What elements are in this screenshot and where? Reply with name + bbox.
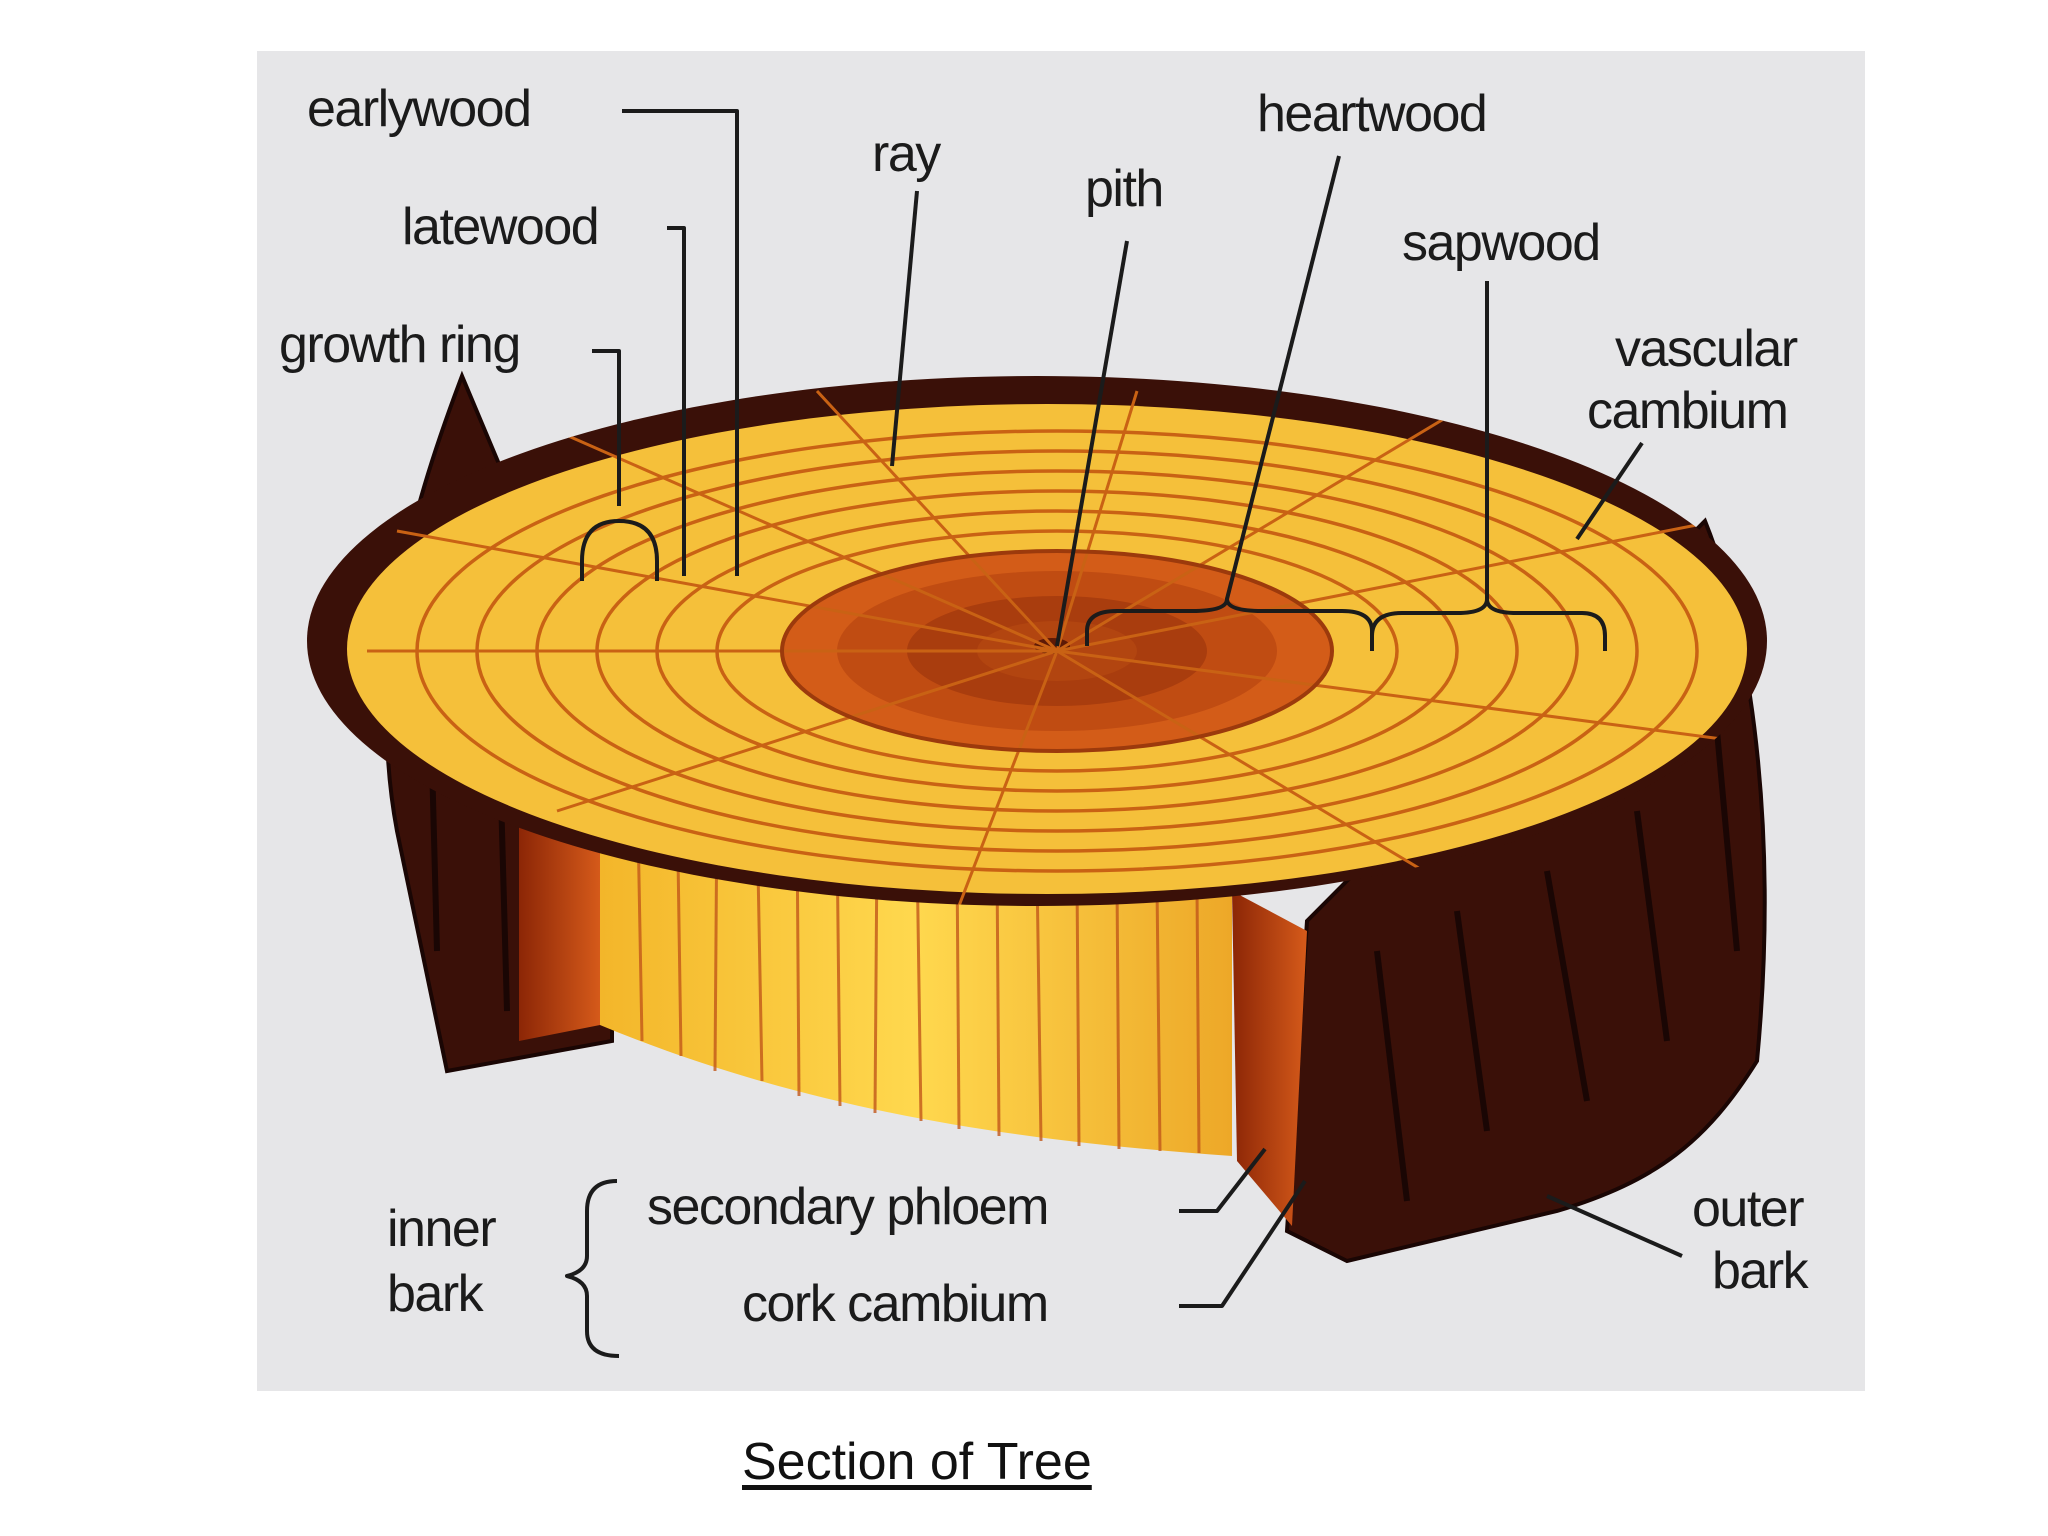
label-latewood: latewood <box>402 198 600 256</box>
tree-illustration <box>307 109 1767 1358</box>
leader-lines <box>565 109 1683 1358</box>
label-vascular: vascular <box>1615 320 1798 378</box>
label-earlywood: earlywood <box>307 80 532 138</box>
label-ray: ray <box>872 125 941 183</box>
tree-section-diagram: earlywood latewood growth ring ray pith … <box>257 51 1865 1391</box>
label-bark: bark <box>387 1265 484 1323</box>
label-sapwood: sapwood <box>1402 214 1601 272</box>
label-cambium: cambium <box>1587 382 1789 440</box>
figure-caption: Section of Tree <box>742 1433 1092 1491</box>
label-pith: pith <box>1085 160 1164 218</box>
label-heartwood: heartwood <box>1257 85 1488 143</box>
label-inner: inner <box>387 1200 497 1258</box>
label-secondary-phloem: secondary phloem <box>647 1178 1049 1236</box>
label-outer-bark: bark <box>1712 1242 1809 1300</box>
right-phloem <box>1232 891 1307 1226</box>
heartwood-boundary <box>780 549 1334 753</box>
label-outer: outer <box>1692 1180 1805 1238</box>
label-growth-ring: growth ring <box>279 316 521 374</box>
label-cork-cambium: cork cambium <box>742 1275 1049 1333</box>
